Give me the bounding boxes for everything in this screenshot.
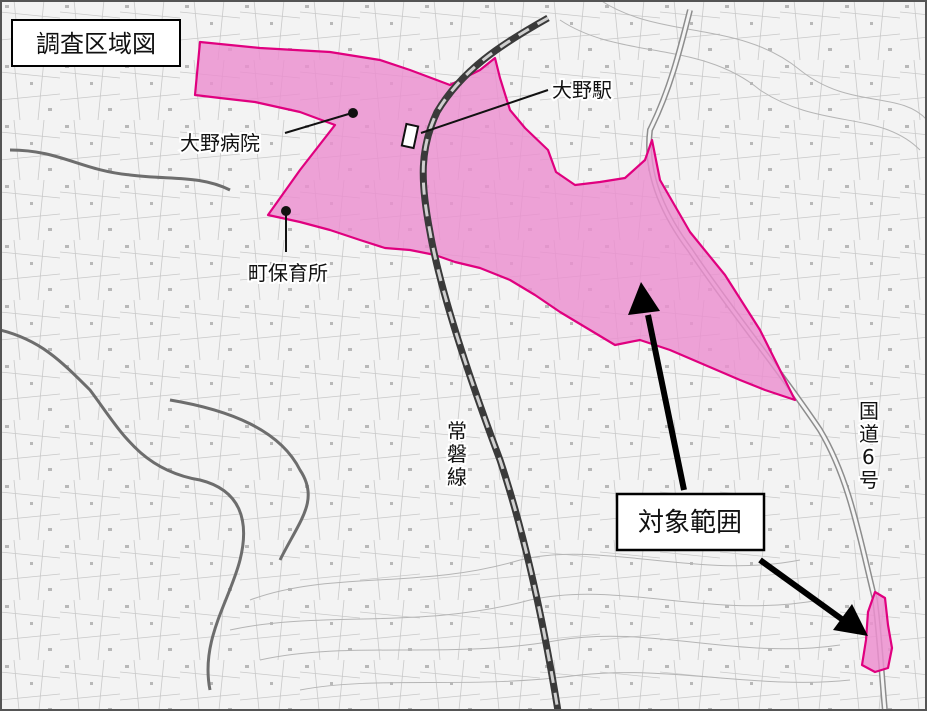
- route-label: 国 道 6 号: [857, 397, 881, 494]
- callout-box: [615, 492, 766, 552]
- station-marker: [400, 122, 420, 150]
- railway-label-char: 常: [447, 419, 467, 443]
- leader-lines: [281, 89, 549, 252]
- route-label-char: 道: [859, 422, 879, 446]
- arrow-up-icon: [628, 282, 660, 315]
- route-label-char: 号: [859, 468, 879, 492]
- railway-label: 常 磐 線: [445, 417, 469, 491]
- callout-label: 対象範囲: [638, 508, 742, 538]
- nursery-label: 町保育所: [248, 261, 328, 285]
- river-lines: [0, 148, 310, 691]
- route-label-char: 国: [859, 399, 879, 423]
- title-box: [11, 19, 181, 67]
- contour-lines: [229, 0, 927, 691]
- station-label: 大野駅: [552, 78, 612, 102]
- callout-arrows: [628, 282, 868, 636]
- nursery-marker: [281, 206, 291, 216]
- hospital-label: 大野病院: [180, 131, 260, 155]
- joban-railway: [419, 14, 562, 711]
- railway-label-char: 線: [447, 465, 467, 489]
- survey-area-south: [860, 590, 894, 674]
- hospital-marker: [348, 108, 358, 118]
- arrow-down-right-icon: [833, 604, 868, 636]
- map-title: 調査区域図: [36, 30, 156, 58]
- route-label-char: 6: [862, 445, 875, 469]
- railway-label-char: 磐: [447, 442, 467, 466]
